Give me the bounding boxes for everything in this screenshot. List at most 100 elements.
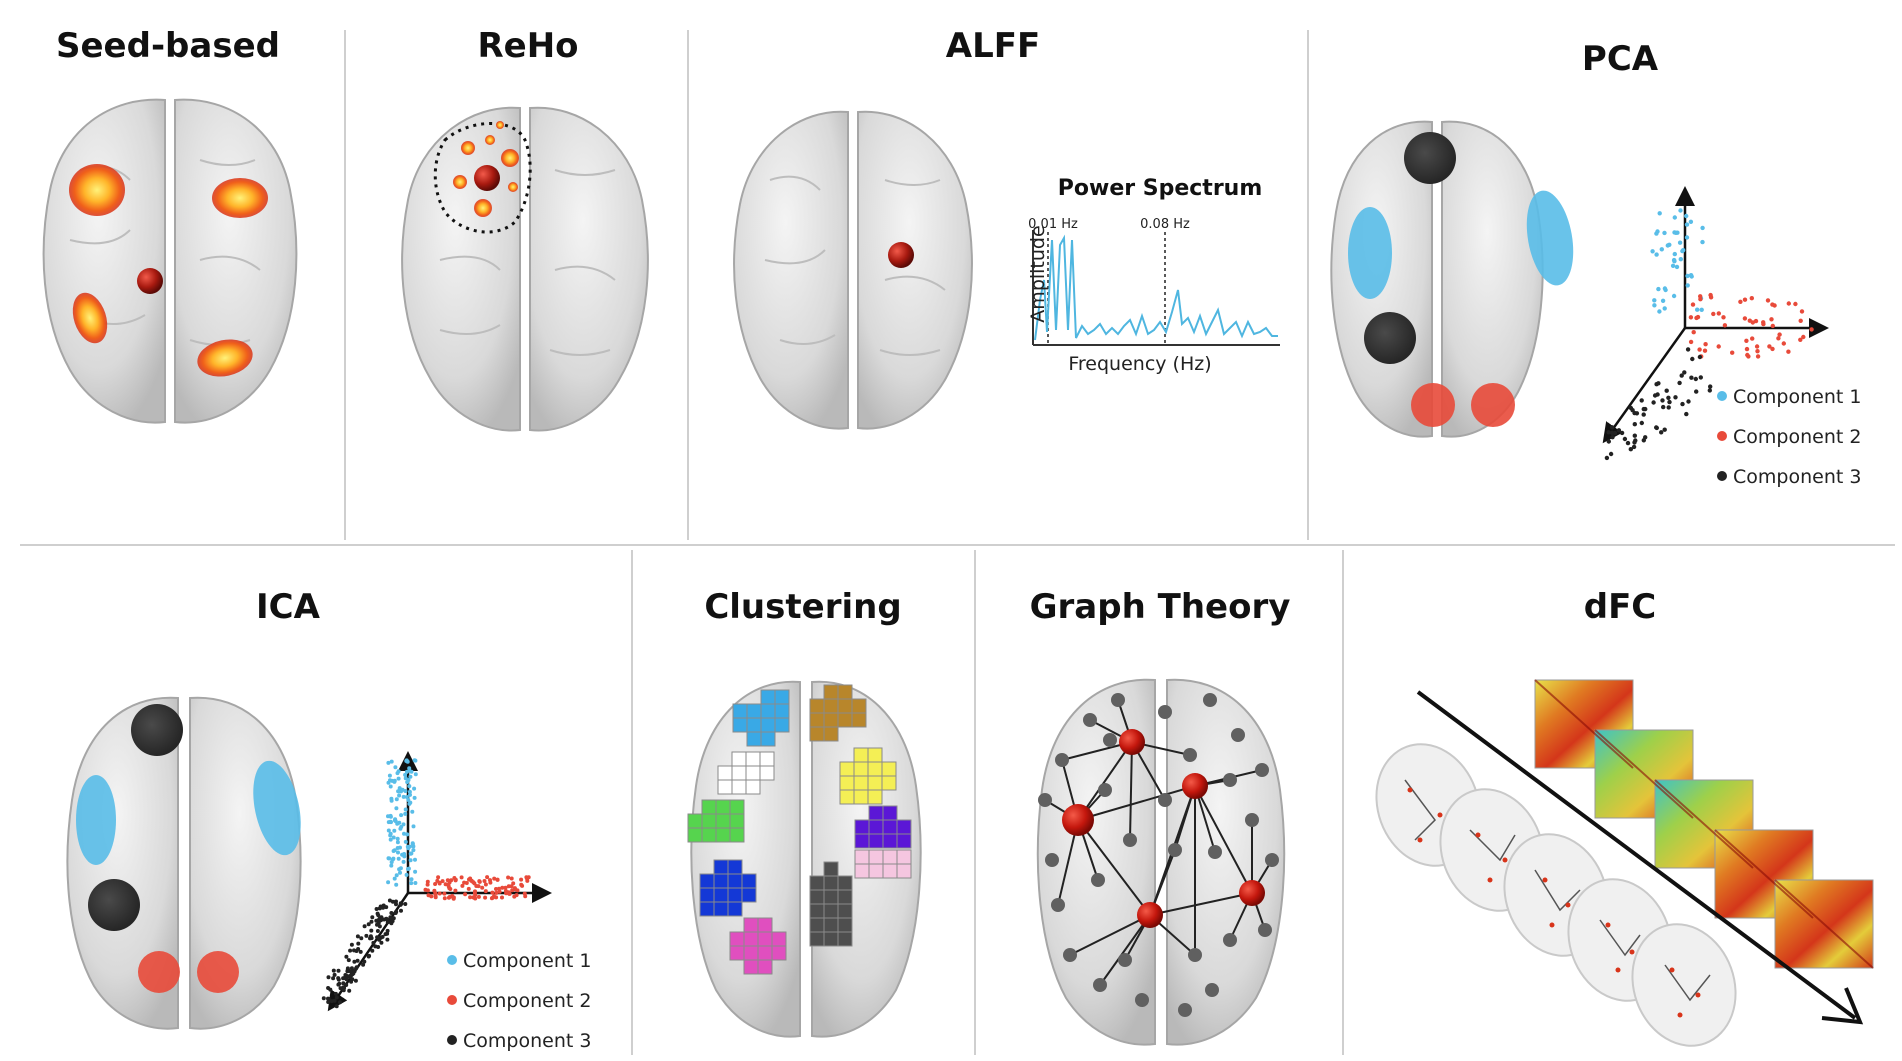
neighbor-voxel xyxy=(501,149,519,167)
scatter-point-component3 xyxy=(332,972,337,977)
graph-hub-node xyxy=(1182,773,1208,799)
graph-edge xyxy=(1099,914,1151,986)
cluster-voxel xyxy=(757,945,773,961)
scatter-point-component1 xyxy=(401,822,406,827)
scatter-point-component3 xyxy=(370,915,375,920)
panel-ica: ICA Component 1 Component 2 Component 3 xyxy=(66,587,591,1052)
scatter-point-component3 xyxy=(1632,410,1637,416)
scatter-point-component2 xyxy=(1742,297,1748,302)
scatter-point-component3 xyxy=(345,974,350,979)
scatter-point-component2 xyxy=(523,894,528,899)
scatter-point-component2 xyxy=(1698,297,1703,302)
scatter-point-component3 xyxy=(331,976,336,981)
scatter-point-component2 xyxy=(1702,348,1708,353)
scatter-point-component3 xyxy=(1662,427,1667,432)
cluster-voxel xyxy=(867,761,883,777)
activation-blob xyxy=(69,164,125,216)
scatter-point-component1 xyxy=(1657,211,1662,216)
brain-seed-based xyxy=(42,98,298,424)
scatter-point-component2 xyxy=(471,880,476,885)
cluster-voxel xyxy=(854,849,870,865)
scatter-point-component3 xyxy=(1673,395,1678,400)
scatter-point-component1 xyxy=(1700,225,1705,231)
cluster-voxel xyxy=(713,873,729,889)
scatter-point-component3 xyxy=(326,986,331,990)
scatter-point-component2 xyxy=(1809,327,1814,332)
cluster-voxel xyxy=(868,863,884,879)
scatter-point-component2 xyxy=(492,876,497,881)
cluster-voxel xyxy=(837,903,853,919)
legend-label-component3: Component 3 xyxy=(1733,466,1861,488)
component1-region xyxy=(1526,190,1574,286)
scatter-point-component3 xyxy=(1632,422,1638,427)
scatter-point-component3 xyxy=(356,941,361,946)
dfc-brain-sequence xyxy=(1375,743,1737,1047)
graph-node xyxy=(1158,793,1172,807)
scatter-point-component2 xyxy=(1742,316,1748,321)
cluster-voxel xyxy=(713,887,729,903)
scatter-point-component2 xyxy=(429,894,434,899)
scatter-point-component1 xyxy=(406,778,411,782)
graph-edge xyxy=(1194,785,1253,894)
scatter-point-component1 xyxy=(411,824,416,829)
scatter-point-component3 xyxy=(1694,389,1699,394)
scatter-point-component3 xyxy=(334,1004,339,1009)
scatter-point-component3 xyxy=(1686,399,1691,404)
component2-region xyxy=(1411,383,1455,427)
scatter-point-component2 xyxy=(1781,341,1787,346)
scatter-point-component1 xyxy=(1652,298,1657,303)
scatter-point-component3 xyxy=(342,985,347,990)
cluster-voxel xyxy=(896,863,912,879)
cluster-voxel xyxy=(867,747,883,763)
scatter-point-component2 xyxy=(526,875,531,880)
scatter-point-component1 xyxy=(409,877,414,882)
scatter-point-component2 xyxy=(483,889,488,894)
panel-title-alff: ALFF xyxy=(946,26,1040,66)
scatter-point-component1 xyxy=(398,870,402,875)
spectrum-title: Power Spectrum xyxy=(1058,176,1263,201)
cluster-voxel xyxy=(760,703,776,719)
scatter-point-component3 xyxy=(374,907,379,911)
scatter-point-component3 xyxy=(334,995,339,1000)
scatter-point-component1 xyxy=(408,774,413,779)
scatter-point-component3 xyxy=(1622,436,1628,442)
cluster-voxel xyxy=(896,819,912,835)
scatter-point-component1 xyxy=(386,880,391,885)
scatter-point-component2 xyxy=(485,875,490,880)
cluster-voxel xyxy=(715,799,731,815)
scatter-point-component2 xyxy=(1711,311,1716,317)
scatter-point-component2 xyxy=(473,889,477,894)
scatter-point-component1 xyxy=(391,835,396,840)
cluster-voxel xyxy=(823,917,839,933)
scatter-point-component3 xyxy=(375,922,379,927)
cluster-voxel xyxy=(823,861,839,877)
spectrum-ylabel: Amplitude xyxy=(1027,225,1049,322)
scatter-point-component1 xyxy=(1670,263,1676,268)
scatter-point-component2 xyxy=(482,879,487,883)
cluster-voxel xyxy=(809,726,825,742)
scatter-point-component2 xyxy=(1770,323,1776,329)
scatter-point-component3 xyxy=(364,933,369,938)
scatter-point-component1 xyxy=(388,833,393,838)
legend-label-component1: Component 1 xyxy=(463,950,591,972)
cluster-voxel xyxy=(729,931,745,947)
graph-hub-node xyxy=(1137,902,1163,928)
scatter-point-component2 xyxy=(1777,332,1782,337)
brain-graph-theory xyxy=(1036,678,1286,1046)
scatter-point-component2 xyxy=(509,876,514,881)
cluster-voxel xyxy=(713,901,729,917)
scatter-point-component3 xyxy=(326,1000,331,1004)
scatter-point-component3 xyxy=(375,911,380,916)
scatter-point-component1 xyxy=(1678,257,1684,262)
cluster-voxel xyxy=(729,799,745,815)
neighbor-voxel xyxy=(461,141,475,155)
scatter-point-component3 xyxy=(389,911,394,915)
component2-region xyxy=(138,951,180,993)
graph-hub-node xyxy=(1239,880,1265,906)
cluster-voxel xyxy=(727,901,743,917)
scatter-point-component3 xyxy=(1604,455,1610,461)
cluster-voxel xyxy=(839,761,855,777)
scatter-point-component3 xyxy=(355,934,360,939)
cluster-voxel xyxy=(854,833,870,849)
panel-title-pca: PCA xyxy=(1582,39,1659,79)
